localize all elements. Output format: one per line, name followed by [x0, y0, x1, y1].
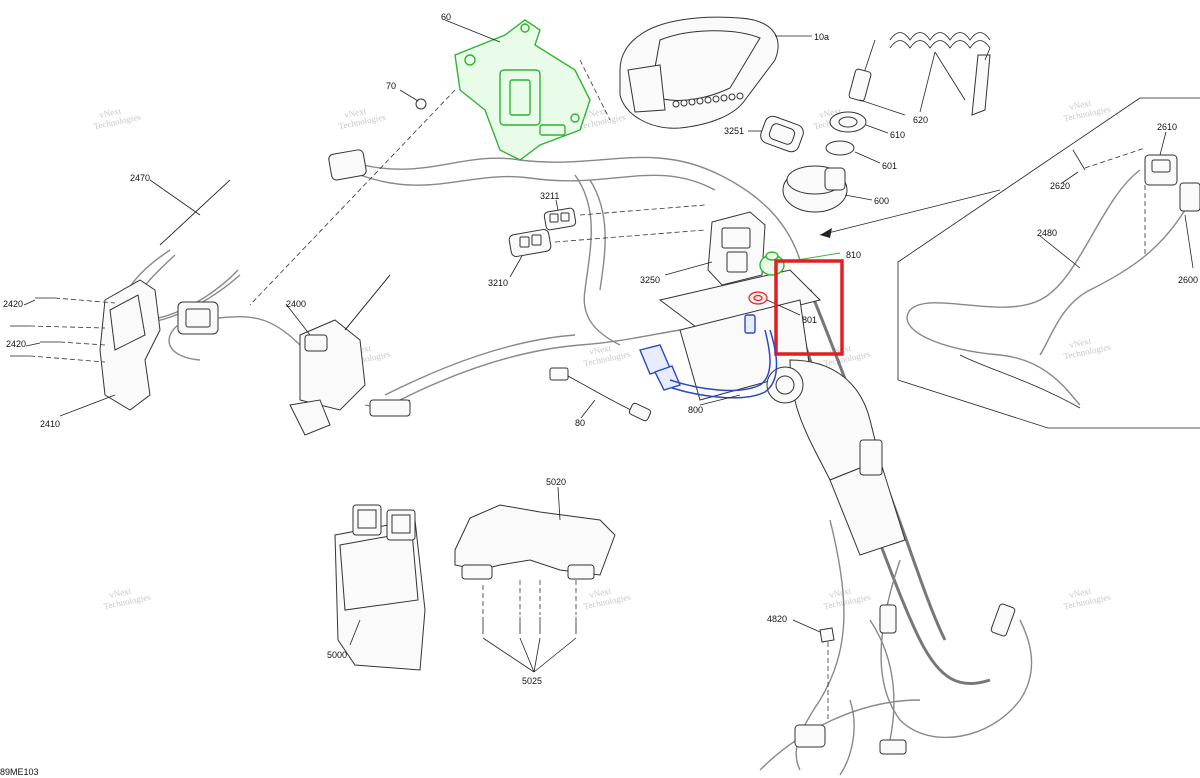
part-620-lanyard — [848, 32, 991, 116]
part-600-switch — [782, 165, 873, 213]
svg-text:vNext: vNext — [1068, 97, 1092, 111]
svg-text:vNext: vNext — [343, 105, 367, 119]
connector-plug — [369, 399, 411, 417]
part-5000-ecu — [334, 504, 426, 671]
part-2600-connector — [1144, 182, 1200, 269]
label-2480: 2480 — [1037, 228, 1057, 238]
label-2420-b: 2420 — [6, 339, 26, 349]
display-button-row — [672, 92, 744, 108]
part-4820-nut — [792, 619, 835, 720]
svg-text:vNext: vNext — [588, 342, 612, 356]
label-600: 600 — [874, 196, 889, 206]
part-5025-screws — [482, 580, 577, 673]
steering-column — [658, 269, 906, 556]
harness-connector — [328, 149, 367, 181]
part-3210-connector — [508, 228, 706, 278]
svg-text:vNext: vNext — [588, 585, 612, 599]
label-601: 601 — [882, 161, 897, 171]
part-2410-cover — [59, 279, 161, 417]
part-601-ring — [825, 140, 881, 164]
label-3251: 3251 — [724, 126, 744, 136]
label-3211: 3211 — [540, 191, 559, 201]
highlight-box-801 — [774, 259, 844, 356]
label-800: 800 — [688, 405, 703, 415]
label-5025: 5025 — [522, 676, 542, 686]
label-3250: 3250 — [640, 275, 660, 285]
part-3250-module — [664, 211, 766, 286]
label-5020: 5020 — [546, 477, 566, 487]
label-610: 610 — [890, 130, 905, 140]
part-800-harness — [639, 314, 778, 406]
svg-text:vNext: vNext — [828, 585, 852, 599]
main-harness — [344, 156, 1033, 776]
part-labels: 60 70 10a 620 3251 610 601 600 2470 3211… — [3, 12, 1198, 686]
label-5000: 5000 — [327, 650, 347, 660]
label-2600: 2600 — [1178, 275, 1198, 285]
label-10a: 10a — [814, 32, 829, 42]
part-60-bracket — [454, 19, 591, 161]
part-70-screw — [399, 89, 427, 110]
part-801-washer — [748, 291, 801, 316]
part-80-sensor — [549, 367, 652, 422]
bottom-connectors — [794, 603, 1016, 755]
label-4820: 4820 — [767, 614, 787, 624]
svg-text:vNext: vNext — [1068, 585, 1092, 599]
label-2410: 2410 — [40, 419, 60, 429]
label-70: 70 — [386, 81, 396, 91]
part-10a-display — [619, 16, 812, 129]
label-2420-a: 2420 — [3, 299, 23, 309]
label-620: 620 — [913, 115, 928, 125]
part-2400-switch — [168, 274, 391, 436]
label-2470: 2470 — [130, 173, 150, 183]
label-2620: 2620 — [1050, 181, 1070, 191]
part-3251-pad — [748, 115, 804, 153]
inset-panel — [819, 97, 1200, 429]
svg-text:vNext: vNext — [108, 585, 132, 599]
label-60: 60 — [441, 12, 451, 22]
label-3210: 3210 — [488, 278, 508, 288]
part-3211-connector — [543, 199, 706, 231]
part-610-nut — [829, 111, 889, 134]
part-2480-wire — [906, 169, 1186, 409]
svg-text:vNext: vNext — [98, 105, 122, 119]
label-801: 801 — [802, 315, 817, 325]
part-5020-bracket — [454, 486, 616, 580]
label-2400: 2400 — [286, 299, 306, 309]
part-2420-screws — [10, 297, 116, 363]
label-80: 80 — [575, 418, 585, 428]
part-810-sensor — [759, 251, 841, 276]
svg-text:vNext: vNext — [583, 105, 607, 119]
part-2620-pin — [1061, 147, 1146, 184]
label-2610: 2610 — [1157, 122, 1177, 132]
svg-text:vNext: vNext — [1068, 335, 1092, 349]
part-2610-connector — [1144, 131, 1178, 186]
label-810: 810 — [846, 250, 861, 260]
diagram-code: 89ME103 — [0, 767, 39, 777]
